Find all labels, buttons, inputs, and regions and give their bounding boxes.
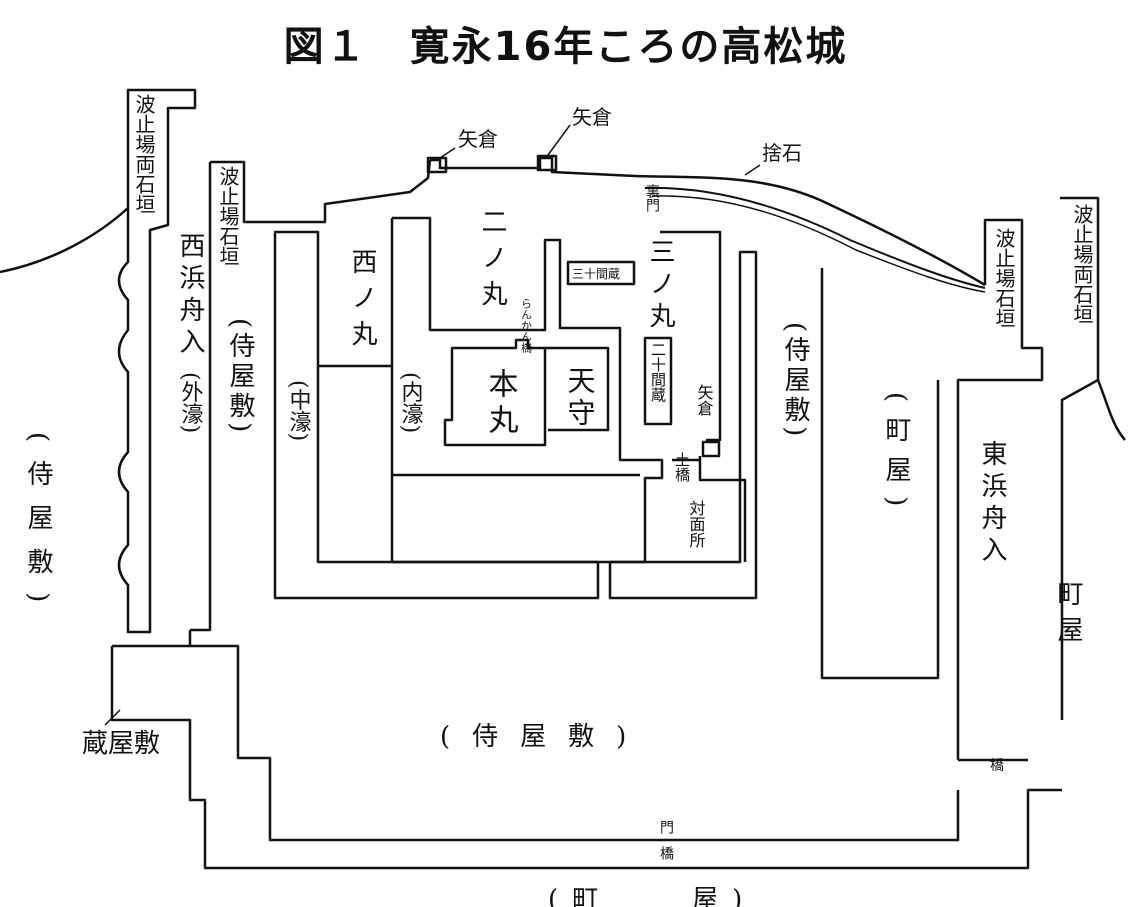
label-hatoba-far-east: 波止場両石垣 xyxy=(1070,204,1094,324)
label-samurai-left: (侍屋敷) xyxy=(23,432,53,620)
label-yagura-2: 矢倉 xyxy=(572,105,612,129)
south-outer-wall xyxy=(110,646,1062,870)
tenshu-wall xyxy=(545,346,610,432)
label-samurai-west: (侍屋敷) xyxy=(225,318,255,436)
breakwater-east xyxy=(956,218,1044,760)
breakwater-west xyxy=(126,88,197,212)
yagura-2 xyxy=(536,154,558,172)
map-title: 図１ 寛永16年ころの高松城 xyxy=(283,24,848,70)
label-hatoba-west: 波止場両石垣 xyxy=(132,94,156,214)
label-honmaru: 本丸 xyxy=(483,368,519,440)
east-samurai-wall xyxy=(820,268,940,680)
label-sanjukken-gura: 三十間蔵 xyxy=(572,267,620,281)
label-tenshu: 天守 xyxy=(564,366,597,430)
label-samurai-south: (侍屋敷) xyxy=(440,722,648,752)
south-samurai-wall xyxy=(188,630,960,842)
label-hatoba-mid: 波止場石垣 xyxy=(216,166,240,266)
coastline-east xyxy=(1096,379,1126,441)
label-nijukken-gura: 二十間蔵 xyxy=(649,342,667,403)
north-wall xyxy=(430,156,986,287)
label-west-hama-funairi: 西浜舟入 xyxy=(175,232,205,360)
label-mon-bashi: 門橋 xyxy=(658,820,674,872)
label-nishi-no-maru: 西ノ丸 xyxy=(347,248,377,356)
label-samurai-east: (侍屋敷) xyxy=(780,322,810,440)
honmaru-wall xyxy=(443,338,547,447)
naka-bori-outer xyxy=(273,230,600,600)
naka-bori-outer-east xyxy=(608,250,758,600)
label-taimen-sho: 対面所 xyxy=(687,500,706,548)
label-west-hama-moat: (外濠) xyxy=(178,372,204,433)
label-higashi-hama-funairi: 東浜舟入 xyxy=(977,440,1007,568)
sute-ishi-line xyxy=(644,186,986,289)
label-naka-bori: (中濠) xyxy=(286,380,312,441)
uchi-bori xyxy=(390,216,664,564)
label-sute-ishi: 捨石 xyxy=(762,141,802,165)
label-yagura-3: 矢倉 xyxy=(695,384,714,416)
nijukken-gura-box xyxy=(643,336,673,426)
label-kura-yashiki: 蔵屋敷 xyxy=(82,729,160,759)
label-ni-no-maru: 二ノ丸 xyxy=(477,208,507,316)
label-yagura-1: 矢倉 xyxy=(458,127,498,151)
breakwater-mid xyxy=(210,159,432,224)
funairi-west-inner xyxy=(148,212,170,280)
label-machiya-east: (町屋) xyxy=(881,392,911,520)
label-bridge-east: 橋 xyxy=(990,758,1004,774)
label-do-bashi: 土橋 xyxy=(673,452,691,482)
label-machiya-bottom: (町 屋) xyxy=(548,885,756,907)
label-rokan-bashi: らんかん橋 xyxy=(520,298,533,354)
yagura-3 xyxy=(701,440,721,458)
label-hatoba-east: 波止場石垣 xyxy=(992,228,1016,328)
outer-wall-west xyxy=(190,162,212,632)
label-san-no-maru: 三ノ丸 xyxy=(645,238,675,334)
label-uchi-bori: (内濠) xyxy=(398,372,424,433)
label-machiya-far-east: 町屋 xyxy=(1053,580,1083,652)
label-ura-mon: 裏門 xyxy=(644,183,660,213)
sanjukken-gura-box xyxy=(566,260,636,286)
coastline-west xyxy=(0,207,129,274)
funairi-west-wall xyxy=(117,208,152,634)
